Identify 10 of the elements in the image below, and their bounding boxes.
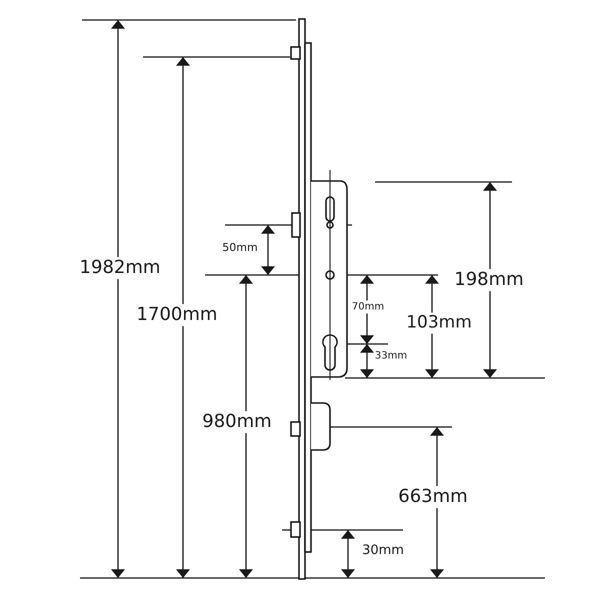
dimension-label: 1982mm: [78, 257, 162, 279]
dimension-label: 980mm: [201, 411, 273, 433]
dimension-label: 70mm: [350, 300, 386, 314]
dimension-label: 30mm: [362, 544, 404, 558]
dimension-label: 33mm: [374, 350, 408, 362]
dimension-label: 103mm: [405, 312, 473, 334]
dimension-label: 198mm: [453, 269, 525, 291]
dimension-label: 1700mm: [136, 304, 218, 326]
dimension-label: 50mm: [222, 242, 258, 254]
dimension-label: 663mm: [397, 486, 469, 508]
